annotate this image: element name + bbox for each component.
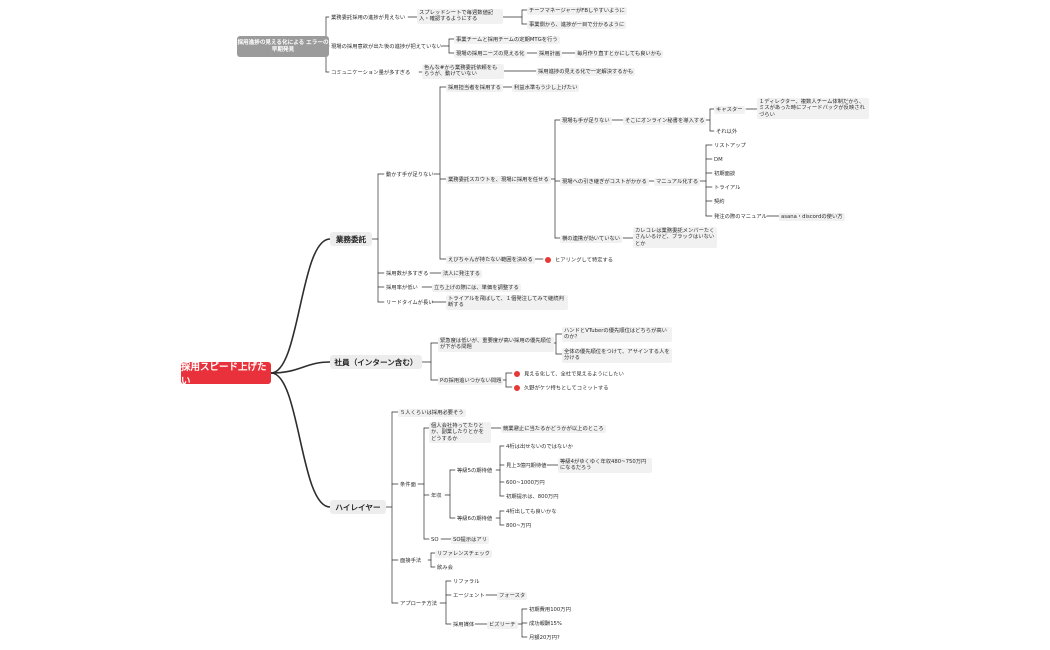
node-g1b3a[interactable]: カレコレは業務委託メンバーたくさんいるけど、ブラックはいないとか [633,227,717,249]
node-h3b[interactable]: エージェント [453,593,485,599]
node-h1b[interactable]: 年収 [431,493,442,499]
branch-gyomu-itaku[interactable]: 業務委託 [330,232,372,246]
node-g1c1[interactable]: ヒアリングして特定する [543,256,615,265]
node-f2b[interactable]: 現場の採用ニーズの見える化 [454,50,527,59]
node-f3a1[interactable]: 採用進捗の見える化で一定解決するかも [536,68,636,77]
priority-dot-icon [514,371,520,377]
node-h1a[interactable]: 個人会社持ってたりとか、副業したりとかをどうするか [429,422,491,444]
node-f1[interactable]: 業務委託採用の進捗が見えない [331,15,406,21]
node-s1a[interactable]: ハンドとVTuberの優先順位はどちらが高いのか？ [562,327,672,342]
node-y4[interactable]: 初期提示は、800万円 [506,494,559,500]
node-h3[interactable]: アプローチ方法 [400,601,438,607]
node-g1c[interactable]: えびちゃんが持たない範囲を決める [446,256,535,265]
node-g1b1a[interactable]: そこにオンライン秘書を導入する [623,117,707,126]
node-g2[interactable]: 採用数が多すぎる [386,271,429,277]
node-g4a[interactable]: トライアルを飛ばして、１個発注してみて継続判断する [446,295,568,310]
node-h1c[interactable]: SO [431,537,439,543]
floating-topic[interactable]: 採用進捗の見える化による エラーの早期発見 [237,36,329,57]
node-f1a[interactable]: スプレッドシートで毎週数値記入・確認するようにする [417,9,503,24]
connector-line [270,361,331,374]
node-manual-listup[interactable]: リストアップ [714,143,746,149]
node-g1[interactable]: 動かす手が足りない [386,172,434,178]
connector-line [270,238,331,374]
node-s1b[interactable]: 全体の優先順位をつけて、アサインする人を分ける [562,348,672,363]
branch-shain[interactable]: 社員（インターン含む） [330,355,422,369]
node-g1a[interactable]: 採用担当者を採用する [446,84,503,93]
node-g1b2[interactable]: 現場への引き継ぎがコストがかかる [560,178,649,187]
node-g1b[interactable]: 業務委託スカウトを、現場に採用を任せる [446,176,551,185]
node-g2a[interactable]: 法人に発注する [441,270,483,279]
node-s2a-label: 見える化して、全社で見えるようにしたい [524,371,624,378]
node-h1c1[interactable]: SO提示はアリ [451,536,490,545]
root-topic[interactable]: 採用スピード上げたい [181,362,271,387]
node-y2a[interactable]: 等級4がゆくゆく年収480~750万円になるだろう [558,458,652,473]
node-manual-contract[interactable]: 契約 [714,199,725,205]
node-h2a[interactable]: リファレンスチェック [435,550,492,559]
node-f2a[interactable]: 事業チームと採用チームの定期MTGを行う [454,36,560,45]
priority-dot-icon [545,257,551,263]
node-g3[interactable]: 採用率が低い [386,285,418,291]
node-h3b1[interactable]: フォースタ [497,592,528,601]
node-y3[interactable]: 600~1000万円 [506,480,545,486]
node-h3c[interactable]: 採用媒体 [453,622,475,628]
branch-high-layer[interactable]: ハイレイヤー [330,500,386,514]
node-h3c1[interactable]: ビズリーチ [487,621,518,630]
node-manual-interview[interactable]: 初期面談 [714,171,736,177]
priority-dot-icon [514,385,520,391]
node-s2b[interactable]: 久野がケツ持ちとしてコミットする [512,384,611,393]
node-h3a[interactable]: リファラル [453,579,480,585]
node-f3[interactable]: コミュニケーション量が多すぎる [331,70,411,76]
node-h1[interactable]: 条件面 [400,482,416,488]
node-manual-trial[interactable]: トライアル [714,185,741,191]
node-g3a[interactable]: 立ち上げの際には、単価を調整する [432,284,521,293]
node-g1b1a2[interactable]: それ以外 [716,129,738,135]
node-h0[interactable]: ５人くらいは採用必要そう [398,409,466,418]
node-h2[interactable]: 面接手法 [400,558,422,564]
node-g4[interactable]: リードタイムが長い [386,300,434,306]
node-f2b1[interactable]: 採用計画 [537,50,563,59]
node-y1[interactable]: 4桁は出せないのではないか [506,444,573,450]
node-g1b1a1[interactable]: キャスター [714,106,745,115]
node-manual-dm[interactable]: DM [714,157,723,163]
node-g1b2a[interactable]: マニュアル化する [654,178,701,187]
node-manual-order-tools[interactable]: asana・discordの使い方 [779,213,845,222]
node-g1b1[interactable]: 現場も手が足りない [560,117,612,126]
node-f1a1[interactable]: チーフマネージャーがFBしやすいように [527,7,627,16]
node-b1[interactable]: 初期費用100万円 [529,607,571,613]
node-g1c1-label: ヒアリングして特定する [555,257,614,264]
node-z2[interactable]: 800~万円 [506,523,532,529]
node-y2[interactable]: 見上3億円期待値 [506,463,547,469]
node-s2b-label: 久野がケツ持ちとしてコミットする [524,385,609,392]
node-s2[interactable]: Pの採用追いつかない問題 [438,377,504,386]
node-s1[interactable]: 緊急度は低いが、重要度が高い採用の優先順位が下がる問題 [438,337,554,352]
node-f3a[interactable]: 色んな#から業務委託依頼をもらうが、動けていない [422,64,504,79]
node-g1a1[interactable]: 利益水準もう少し上げたい [512,84,580,93]
node-manual-order[interactable]: 発注の際のマニュアル [714,214,767,220]
connector-line [270,372,331,508]
node-h1a1[interactable]: 競業避止に当たるかどうかが以上のところ [501,425,606,434]
node-z1[interactable]: 4桁出しても良いかな [506,509,557,515]
node-b3[interactable]: 月額20万円? [529,635,560,641]
node-f1a2[interactable]: 事業側から、進捗が一目で分かるように [527,21,627,30]
node-g1b3[interactable]: 横の連携が効いていない [560,235,623,244]
node-h1b1[interactable]: 等級5の期待値 [457,468,493,474]
node-b2[interactable]: 成功報酬15% [529,621,562,627]
node-h2b[interactable]: 飲み会 [437,565,453,571]
node-f2[interactable]: 現場の採用意欲が出た後の進捗が把えていない [331,44,442,50]
node-h1b2[interactable]: 等級6の期待値 [457,516,493,522]
node-f2b1a[interactable]: 毎月作り直すとかにしても良いかも [575,50,664,59]
node-g1b1a1a[interactable]: １ディレクター、複数人チーム体制だから、ミスがあった時にフィードバックが反映され… [757,98,869,120]
node-s2a[interactable]: 見える化して、全社で見えるようにしたい [512,370,626,379]
